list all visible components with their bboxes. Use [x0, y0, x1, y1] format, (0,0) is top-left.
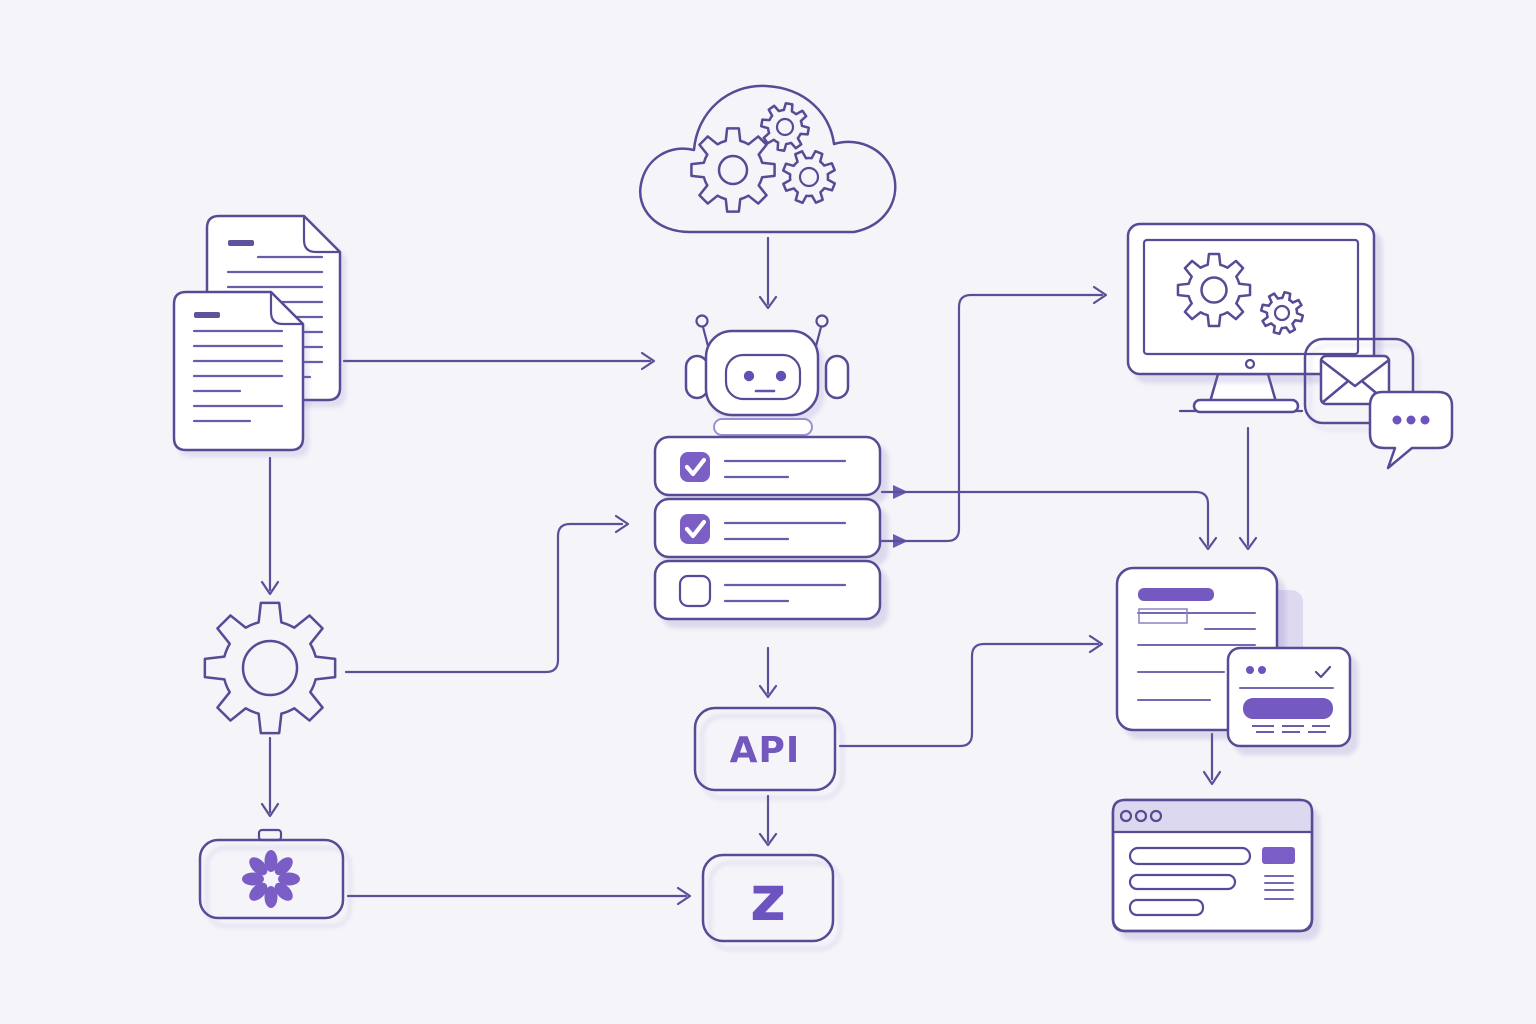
source-documents-icon	[172, 214, 342, 452]
envelope-flap	[1319, 358, 1391, 388]
card-dot	[1258, 666, 1266, 674]
card-dot	[1246, 666, 1254, 674]
robot-ear-right	[824, 354, 850, 400]
arrow-documents-to-gear	[260, 456, 280, 596]
monitor-gears-icon	[1126, 222, 1376, 414]
robot-eye-right	[775, 370, 787, 382]
robot-eye-left	[743, 370, 755, 382]
cloud-gear-large-icon	[691, 128, 774, 211]
checklist-item-3	[653, 559, 882, 621]
monitor-base	[1192, 398, 1300, 414]
api-label: API	[730, 730, 801, 771]
zapier-node: z	[701, 853, 835, 943]
browser-window-icon	[1111, 798, 1314, 933]
robot-icon	[684, 314, 850, 436]
browser-window-dots	[1119, 809, 1163, 823]
robot-antenna-tip-left	[695, 314, 709, 328]
arrow-cloud-to-chatbot	[758, 236, 778, 310]
email-icon	[1303, 337, 1415, 425]
document-highlight-box	[1138, 608, 1188, 624]
browser-side-text-lines	[1264, 875, 1294, 900]
arrow-gear-to-checklist	[344, 514, 630, 674]
robot-antenna-tip-right	[815, 314, 829, 328]
arrow-checklist-to-monitor	[880, 285, 1108, 548]
arrow-documents-to-chatbot	[342, 351, 656, 371]
monitor-stand	[1208, 372, 1278, 404]
checkbox-checked-icon	[680, 452, 710, 482]
gear-icon	[205, 603, 335, 733]
robot-ear-left	[684, 354, 710, 400]
monitor-screen	[1142, 238, 1360, 356]
robot-head	[704, 329, 820, 417]
browser-input-field	[1128, 846, 1252, 866]
arrow-checklist-to-api	[758, 646, 778, 699]
arrow-api-to-zapier	[758, 794, 778, 847]
arrow-monitor-to-output-document	[1238, 426, 1258, 551]
browser-header-bar	[1113, 800, 1312, 832]
loading-spinner-box	[198, 828, 345, 920]
arrow-api-to-output-document	[838, 634, 1104, 748]
cloud-gear-small-icon	[758, 100, 813, 155]
api-node: API	[693, 706, 837, 792]
chat-dots	[1392, 415, 1430, 425]
document-title-bar	[1138, 588, 1214, 601]
robot-face	[724, 353, 802, 401]
document-front	[172, 290, 305, 452]
card-checkmark-icon	[1314, 665, 1332, 679]
loading-spinner-icon	[242, 850, 300, 908]
document-back-fold	[302, 214, 342, 254]
arrow-gear-to-spinner	[260, 736, 280, 818]
cloud-gear-medium-icon	[775, 143, 844, 212]
arrow-checklist-to-output-document	[880, 485, 1218, 551]
checklist-item-1	[653, 435, 882, 497]
task-checklist-icon	[653, 435, 882, 621]
cloud-outline	[638, 84, 897, 234]
confirmation-card-icon	[1226, 646, 1352, 748]
arrow-spinner-to-zapier	[346, 886, 692, 906]
zapier-label: z	[750, 862, 786, 935]
browser-input-field	[1128, 873, 1237, 891]
monitor-camera-dot	[1244, 358, 1256, 370]
spinner-box-tab	[257, 828, 283, 842]
connector-lines	[260, 236, 1258, 906]
envelope-body	[1319, 354, 1391, 406]
browser-button	[1262, 847, 1295, 864]
checklist-item-2	[653, 497, 882, 559]
checkbox-checked-icon	[680, 514, 710, 544]
screen-gear-small-icon	[1254, 285, 1310, 341]
chat-bubble-icon	[1368, 390, 1454, 470]
document-front-text-lines	[192, 312, 284, 423]
arrow-document-to-browser	[1202, 732, 1222, 786]
screen-gear-large-icon	[1178, 254, 1250, 326]
robot-collar	[713, 418, 813, 436]
card-purple-bar	[1243, 698, 1333, 719]
cloud-gears-icon	[638, 84, 897, 234]
browser-input-field	[1128, 898, 1205, 917]
document-front-fold	[269, 290, 305, 326]
checkbox-empty-icon	[678, 574, 712, 608]
document-card-text-lines	[1137, 608, 1256, 701]
